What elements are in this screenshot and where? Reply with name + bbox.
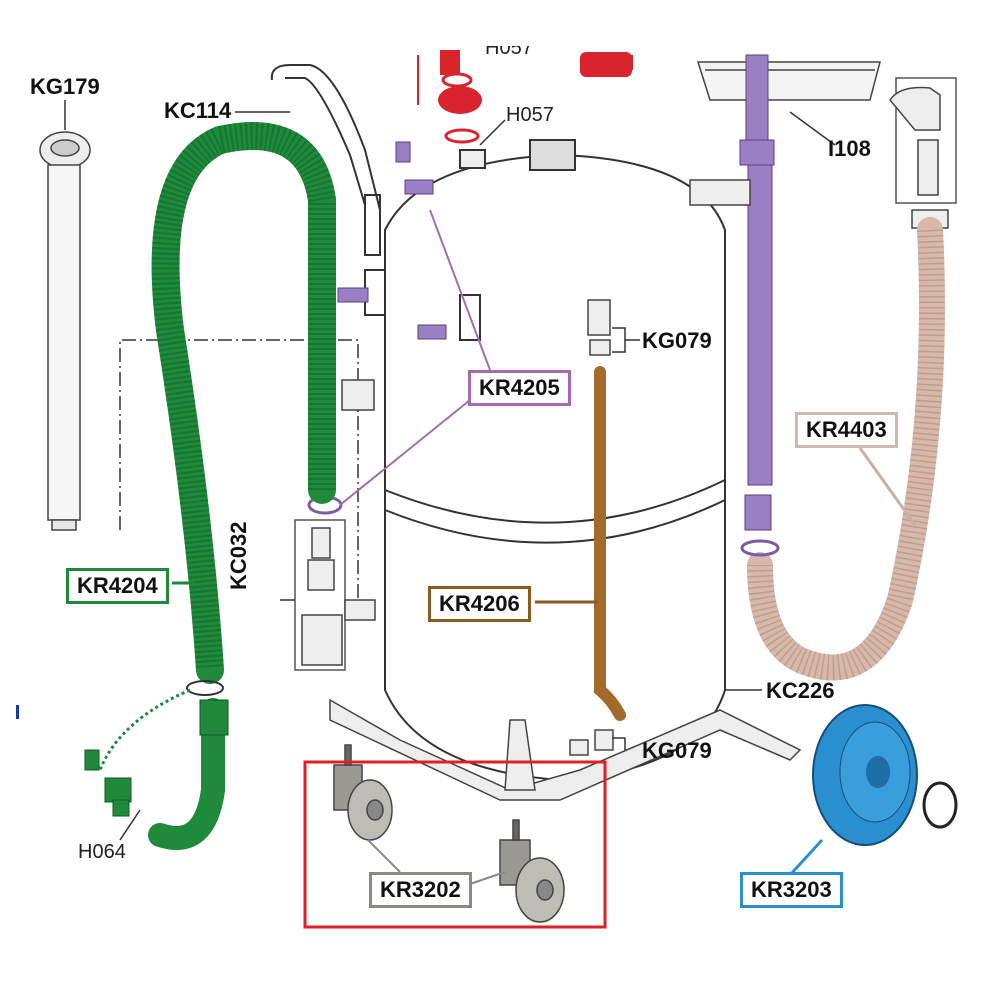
valve-kc032 — [294, 379, 376, 671]
label-kr4403: KR4403 — [795, 412, 898, 448]
label-kg079-bottom: KG079 — [642, 738, 712, 763]
label-h057: H057 — [506, 104, 554, 126]
label-kc226: KC226 — [766, 678, 835, 703]
drain-hose-short — [148, 698, 225, 850]
chain — [98, 688, 191, 771]
kr3202-leader-a — [367, 839, 401, 873]
kr4403-leader — [858, 447, 917, 526]
label-i108: I108 — [828, 136, 871, 161]
kr3202-leader-b — [469, 871, 506, 885]
label-kr4205: KR4205 — [468, 370, 571, 406]
label-kr3202: KR3202 — [369, 872, 472, 908]
probe-kg179 — [39, 131, 91, 531]
base-frame — [329, 698, 802, 801]
hose-kr4204-mesh — [151, 122, 336, 671]
label-kg079-top: KG079 — [642, 328, 712, 353]
kr3203-leader — [788, 838, 824, 877]
label-kc114: KC114 — [164, 98, 232, 123]
fittings-kg079 — [569, 299, 614, 756]
handle-kc114 — [270, 64, 481, 341]
highlight-rectangle — [303, 760, 607, 929]
tank-body — [384, 139, 726, 782]
hose-clamp-lower — [740, 539, 780, 557]
h064-leader — [119, 809, 141, 841]
kr4205-leader-a — [429, 209, 491, 371]
label-kr3203: KR3203 — [740, 872, 843, 908]
purple-fasteners — [307, 141, 447, 515]
label-kg179: KG179 — [30, 74, 100, 99]
casters-kr3202 — [333, 744, 565, 923]
kr4205-leader-b — [339, 399, 471, 506]
label-kr4206: KR4206 — [428, 586, 531, 622]
wheel-kr3203 — [812, 704, 958, 846]
hose-kr4403-ribs — [747, 229, 945, 681]
label-kc032: KC032 — [226, 521, 251, 590]
elbow-fitting — [889, 77, 957, 229]
hose-kr4403 — [747, 217, 945, 681]
left-edge-mark — [16, 705, 19, 719]
label-h057-top: H057 — [485, 37, 533, 59]
i108-leader — [789, 111, 836, 146]
hose-clamp-top — [186, 680, 224, 696]
purple-pipe — [739, 54, 775, 531]
tube-kr4206 — [594, 366, 626, 721]
red-valve-parts — [417, 50, 633, 144]
kg079-top-bracket — [612, 327, 640, 353]
tray-i108 — [696, 61, 881, 101]
pipe-bracket — [689, 179, 751, 206]
label-h064: H064 — [78, 841, 126, 863]
h057-leader — [479, 119, 506, 146]
hose-kr4204 — [151, 122, 336, 684]
drain-plug — [84, 749, 132, 817]
hose-coupling — [199, 699, 229, 736]
label-kr4204: KR4204 — [66, 568, 169, 604]
